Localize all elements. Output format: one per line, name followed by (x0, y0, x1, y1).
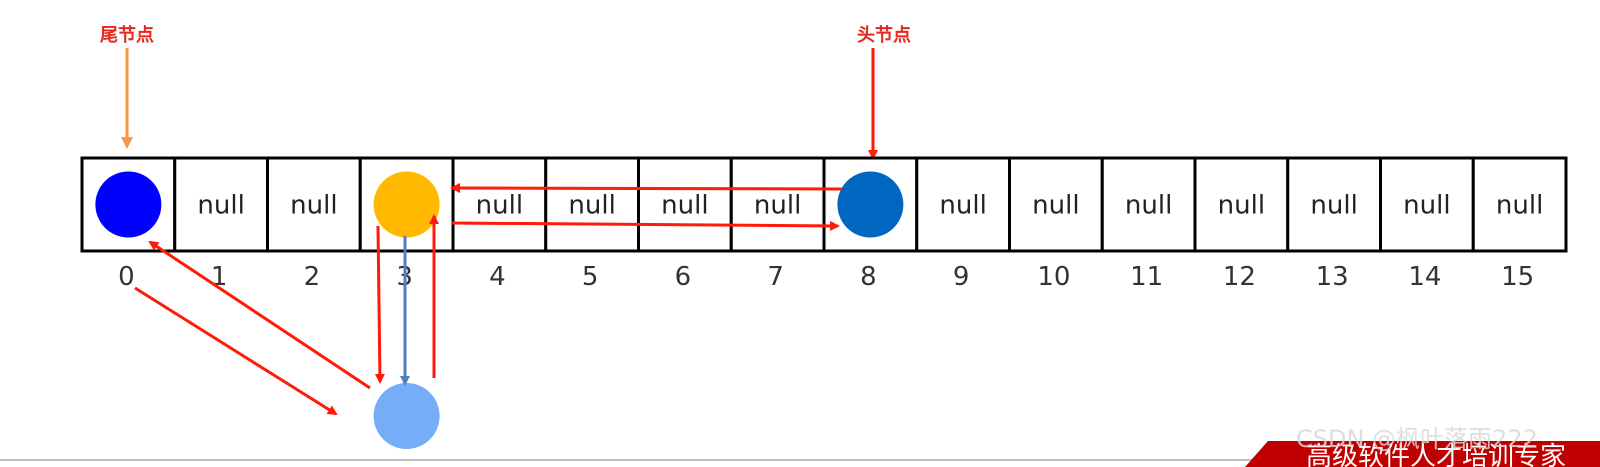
array-cell (1100, 156, 1197, 253)
arrow-head-to-slot3 (450, 183, 843, 194)
array-cell (1286, 156, 1382, 253)
array-index: 4 (489, 262, 506, 292)
array-index: 2 (304, 262, 321, 292)
array-index: 6 (675, 262, 692, 292)
cell-value: null (1032, 191, 1079, 221)
head-label: 头节点 (857, 24, 911, 46)
array-cell (1471, 156, 1568, 253)
array-cell (1008, 156, 1104, 253)
array-index: 9 (953, 262, 970, 292)
array-cell (266, 156, 362, 253)
cell-value: null (1125, 191, 1172, 221)
cell-value: null (197, 191, 244, 221)
array-cell (637, 156, 733, 253)
arrow-tail-to-new (134, 286, 338, 416)
head-node (837, 171, 904, 238)
array-index: 12 (1223, 262, 1256, 292)
array-index: 5 (582, 262, 599, 292)
link-arrows (134, 183, 843, 416)
cell-value: null (754, 191, 801, 221)
array-index: 13 (1316, 262, 1349, 292)
linked-node (373, 171, 440, 238)
cell-value: null (1403, 191, 1450, 221)
cell-value: null (661, 191, 708, 221)
new-node (373, 383, 440, 449)
arrow-slot3-down-red (374, 225, 385, 384)
cell-value: null (1218, 191, 1265, 221)
csdn-watermark: CSDN @枫叶落雨222 (1296, 425, 1538, 453)
cell-value: null (290, 191, 337, 221)
array-index: 14 (1408, 262, 1441, 292)
array-cell (544, 156, 640, 253)
tail-node (95, 171, 162, 238)
cell-value: null (476, 191, 523, 221)
cell-value: null (939, 191, 986, 221)
cell-value: null (1496, 191, 1543, 221)
array-index: 15 (1501, 262, 1534, 292)
tail-label: 尾节点 (100, 24, 154, 46)
array-index: 10 (1037, 262, 1070, 292)
arrow-new-to-tail (148, 240, 371, 390)
array-index: 7 (767, 262, 784, 292)
array-index: 0 (118, 262, 135, 292)
array-cell (729, 156, 826, 253)
array-index: 8 (860, 262, 877, 292)
cell-value: null (1310, 191, 1357, 221)
array-cell (915, 156, 1011, 253)
watermark-banner-text: 高级软件人才培训专家 (1306, 442, 1566, 467)
arrow-slot3-to-head (451, 220, 840, 231)
array-indices: 0123456789101112131415 (118, 262, 1534, 292)
cell-value: null (568, 191, 615, 221)
array-index: 11 (1130, 262, 1163, 292)
array-cell (1379, 156, 1475, 253)
array-cells: null null null null null null null null null null… (80, 156, 1568, 253)
watermark-banner (1245, 441, 1600, 467)
array-nodes (95, 171, 904, 449)
